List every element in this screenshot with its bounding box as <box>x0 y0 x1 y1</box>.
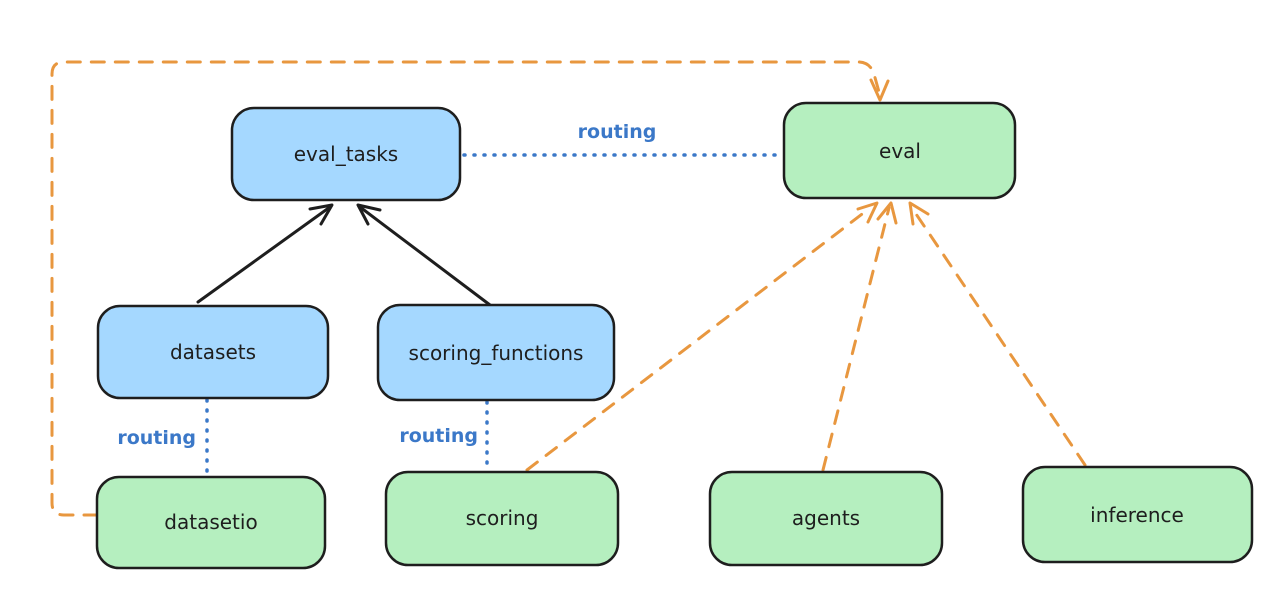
edge-datasetio-eval <box>50 60 890 517</box>
node-datasetio: datasetio <box>95 475 327 570</box>
edge-scoring-functions-eval-tasks-line <box>358 205 492 307</box>
node-datasets-box <box>96 304 330 400</box>
node-datasetio-box <box>95 475 327 570</box>
node-inference-box <box>1021 465 1254 564</box>
routing-label-eval-tasks-eval: routing <box>578 121 657 143</box>
node-scoring-label: scoring <box>466 506 539 530</box>
node-scoring-functions-box <box>376 303 616 402</box>
arrowhead-inference-eval <box>908 201 930 226</box>
node-scoring-functions-label: scoring_functions <box>409 341 584 365</box>
edge-datasets-eval-tasks <box>196 203 334 304</box>
node-eval: eval <box>782 101 1017 200</box>
edge-scoring-functions-eval-tasks <box>356 203 492 307</box>
node-scoring-functions: scoring_functions <box>376 303 616 402</box>
arrowhead-scoring-functions-eval-tasks <box>356 203 382 226</box>
node-datasets-label: datasets <box>170 340 256 364</box>
edge-agents-eval-line <box>821 206 891 472</box>
routing-label-scoring-functions-scoring: routing <box>399 425 478 447</box>
node-eval-tasks-box <box>230 106 462 202</box>
edge-datasetio-eval-line <box>50 60 881 517</box>
node-eval-box <box>782 101 1017 200</box>
arrowhead-into-eval-top <box>869 78 890 102</box>
node-agents: agents <box>708 470 944 567</box>
edge-datasets-eval-tasks-line <box>196 205 332 304</box>
edge-inference-eval <box>908 201 1087 467</box>
edge-eval-tasks-eval: routing <box>462 121 785 157</box>
node-eval-label: eval <box>879 139 921 163</box>
node-agents-box <box>708 470 944 567</box>
node-datasets: datasets <box>96 304 330 400</box>
node-inference-label: inference <box>1090 503 1184 527</box>
edge-inference-eval-line <box>910 206 1087 467</box>
edge-agents-eval <box>821 201 898 472</box>
node-agents-label: agents <box>792 506 860 530</box>
routing-label-datasets-datasetio: routing <box>117 427 196 449</box>
node-datasetio-label: datasetio <box>164 510 257 534</box>
arrowhead-datasets-eval-tasks <box>308 203 334 226</box>
node-inference: inference <box>1021 465 1254 564</box>
node-scoring-box <box>384 470 620 567</box>
edge-scoring-functions-scoring: routing <box>399 400 489 472</box>
node-eval-tasks-label: eval_tasks <box>294 142 398 166</box>
arrowhead-scoring-eval <box>856 201 879 224</box>
edge-datasets-datasetio: routing <box>117 398 209 477</box>
arrowhead-agents-eval <box>876 201 898 225</box>
edge-scoring-eval <box>525 201 879 472</box>
edge-scoring-eval-line <box>525 206 872 472</box>
node-eval-tasks: eval_tasks <box>230 106 462 202</box>
node-scoring: scoring <box>384 470 620 567</box>
